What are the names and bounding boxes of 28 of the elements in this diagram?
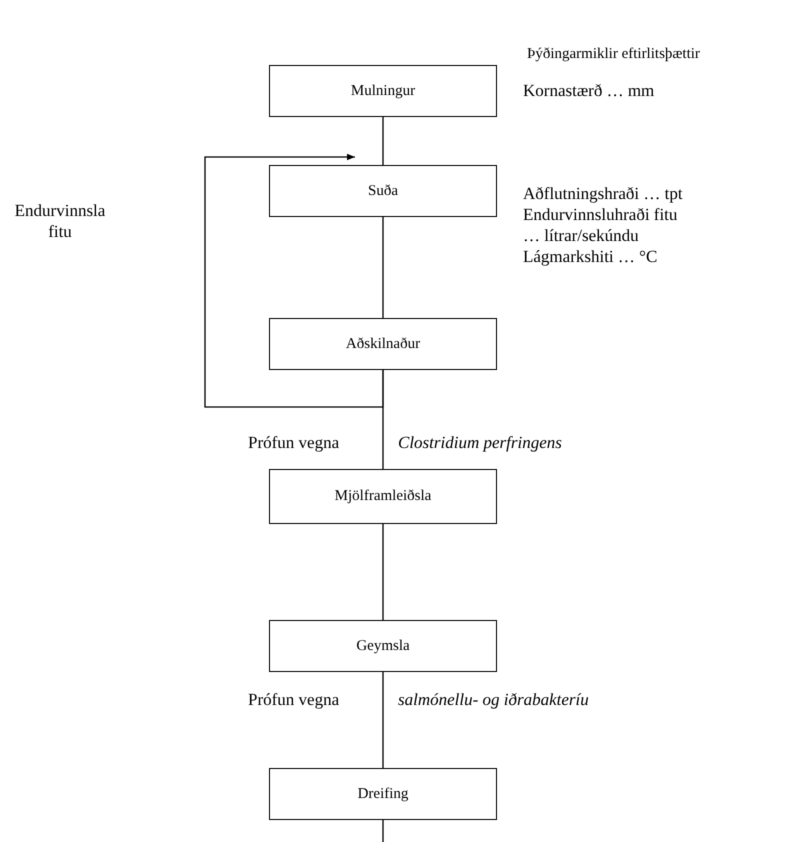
process-box xyxy=(269,469,497,524)
step-label: Dreifing xyxy=(358,786,408,802)
step-label: Mjölframleiðsla xyxy=(334,488,432,505)
process-box xyxy=(269,318,497,370)
control-parameter-text: Aðflutningshraði … tpt xyxy=(523,183,684,204)
connector-line xyxy=(382,820,384,842)
process-box xyxy=(269,65,497,117)
connector-line xyxy=(382,672,384,768)
control-parameter-text: Endurvinnsluhraði fitu … lítrar/sekúndu xyxy=(523,204,678,246)
step-label: Aðskilnaður xyxy=(346,336,420,352)
note-text: Clostridium perfringens xyxy=(398,432,562,453)
note-text: Prófun vegna xyxy=(248,689,340,710)
process-box xyxy=(269,165,497,217)
note-text: Endurvinnsla fitu xyxy=(14,200,106,242)
process-box xyxy=(269,768,497,820)
control-parameter-text: Lágmarkshiti … °C xyxy=(523,246,658,267)
arrow xyxy=(204,154,384,408)
step-label: Geymsla xyxy=(356,638,410,654)
process-box xyxy=(269,620,497,672)
column-heading: Þýðingarmiklir eftirlitsþættir xyxy=(527,45,700,64)
control-parameter-text: Kornastærð … mm xyxy=(523,80,656,101)
step-label: Suða xyxy=(368,182,398,200)
note-text: salmónellu- og iðrabakteríu xyxy=(398,689,589,710)
step-label: Mulningur xyxy=(350,82,416,100)
note-text: Prófun vegna xyxy=(248,432,340,453)
connector-line xyxy=(382,117,384,165)
connector-line xyxy=(382,524,384,620)
connector-line xyxy=(382,217,384,318)
